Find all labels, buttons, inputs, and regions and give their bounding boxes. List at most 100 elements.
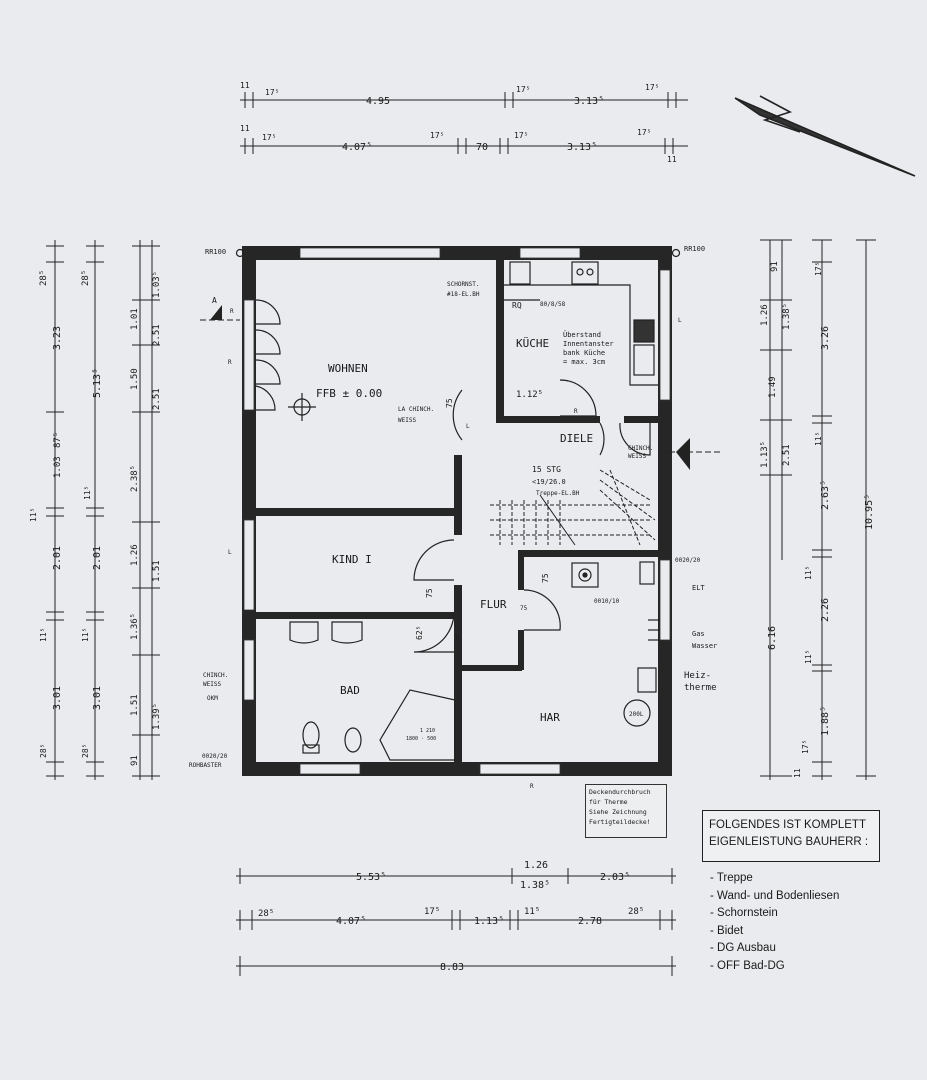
dim-right4-0: 10.95⁵ — [864, 494, 875, 530]
label-rr-left: RR100 — [205, 248, 226, 256]
dim-top1-0: 11 — [240, 81, 250, 90]
label-door-62: 62⁵ — [415, 626, 424, 640]
dim-left3-0: 1.01 — [130, 308, 140, 330]
stamp-line-4: Fertigteildecke! — [589, 818, 651, 826]
dim-left4-1: 2.51 — [152, 324, 162, 346]
label-marker-r2: R — [228, 359, 232, 366]
list-item: - Treppe — [710, 872, 753, 884]
dim-bottom2-0: 28⁵ — [258, 909, 274, 919]
dim-left4-0: 1.03⁵ — [152, 271, 162, 298]
dim-left4-4: 1.39⁵ — [152, 703, 162, 730]
label-dim-0010: 0010/10 — [594, 598, 620, 605]
label-dim-0020: 0020/20 — [675, 557, 701, 564]
label-ueberstand-4: = max. 3cm — [563, 358, 605, 366]
dim-right1-1: 1.49 — [768, 376, 778, 398]
stamp-line-2: für Therme — [589, 798, 628, 806]
label-chinch-left-2: WEISS — [203, 681, 221, 688]
dim-left2-1: 5.13⁵ — [92, 368, 103, 398]
room-bad: BAD — [340, 684, 360, 697]
dim-right3-6: 11⁵ — [804, 650, 813, 664]
dim-right2-1: 1.38⁵ — [782, 303, 792, 330]
dim-right2-2: 2.51 — [782, 444, 792, 466]
label-schornst: SCHORNST. — [447, 281, 480, 288]
list-item: - Schornstein — [710, 907, 778, 919]
interior-walls — [256, 258, 660, 765]
dim-bottom2-6: 28⁵ — [628, 907, 644, 917]
label-la-chinch-2: WEISS — [398, 417, 416, 424]
utility-fixtures — [571, 561, 660, 727]
dim-right2-0: 91 — [770, 261, 780, 272]
dim-bottom2-2: 17⁵ — [424, 907, 440, 917]
label-tank: 200L — [629, 711, 644, 718]
label-chinch-right: CHINCH. — [628, 445, 653, 452]
dim-left2-2: 11⁵ — [83, 486, 92, 500]
label-door-75c: 75 — [520, 605, 528, 612]
room-diele: DIELE — [560, 432, 593, 445]
list-item: - DG Ausbau — [710, 942, 776, 954]
dim-top1-2: 4.95 — [366, 96, 390, 107]
dim-bottom1-2: 1.38⁵ — [520, 880, 550, 891]
room-flur: FLUR — [480, 598, 507, 611]
dim-bottom2-3: 1.13⁵ — [474, 916, 504, 927]
dim-top2-1: 17⁵ — [262, 133, 276, 142]
dim-left4-3: 1.51 — [152, 560, 162, 582]
dim-left1-1: 3.23 — [52, 326, 63, 350]
label-bath-2: 1800 · 500 — [406, 736, 436, 742]
dim-right3-0: 17⁵ — [814, 262, 823, 276]
dim-left1-2: 87⁵ — [53, 432, 63, 448]
label-marker-r4: R — [456, 635, 460, 642]
room-wohnen: WOHNEN — [328, 362, 368, 375]
label-marker-r5: R — [530, 783, 534, 790]
owner-work-title-1: FOLGENDES IST KOMPLETT — [709, 819, 866, 831]
dim-left2-5: 3.01 — [92, 686, 103, 710]
stamp-line-3: Siehe Zeichnung — [589, 808, 647, 816]
dim-left1-6: 11⁵ — [39, 628, 48, 642]
section-marker-icon — [200, 305, 720, 470]
label-stg-1: 15 STG — [532, 465, 561, 474]
dim-top1-5: 17⁵ — [645, 83, 659, 92]
label-la-chinch: LA CHINCH. — [398, 406, 434, 413]
room-kind: KIND I — [332, 553, 372, 566]
dim-top2-8: 11 — [667, 155, 677, 164]
dim-left3-5: 1.51 — [130, 694, 140, 716]
label-schornst-2: #18-EL.BH — [447, 291, 480, 298]
label-okm: OKM — [207, 695, 218, 702]
dim-right1-2: 1.13⁵ — [760, 441, 770, 468]
dim-right3-3: 2.63⁵ — [820, 480, 831, 510]
owner-work-list: - Treppe - Wand- und Bodenliesen - Schor… — [710, 870, 900, 975]
label-marker-r1: R — [230, 308, 234, 315]
dim-left1-5: 2.01 — [52, 546, 63, 570]
dim-right3-9: 11 — [793, 768, 802, 778]
label-heiz-1: Heiz- — [684, 671, 711, 681]
label-chinch-right-2: WEISS — [628, 453, 646, 460]
dim-top2-3: 17⁵ — [430, 131, 444, 140]
label-bath-1: 1 210 — [420, 728, 435, 734]
label-chinch-left: CHINCH. — [203, 672, 228, 679]
room-ffb: FFB ± 0.00 — [316, 387, 382, 400]
dim-bottom1-3: 2.03⁵ — [600, 872, 630, 883]
label-rr-right: RR100 — [684, 245, 705, 253]
dim-left3-1: 1.50 — [130, 368, 140, 390]
dim-top1-1: 17⁵ — [265, 88, 279, 97]
kitchen-counter — [504, 261, 658, 386]
dim-left3-4: 1.36⁵ — [130, 613, 140, 640]
lamp-icon — [288, 393, 316, 421]
label-door-75d: 75 — [445, 398, 454, 408]
label-wasser: Wasser — [692, 642, 717, 650]
dim-left3-6: 91 — [130, 755, 140, 766]
list-item: - Wand- und Bodenliesen — [710, 889, 840, 902]
dim-top1-3: 17⁵ — [516, 85, 530, 94]
label-rq: RQ — [512, 301, 522, 310]
doors — [255, 299, 651, 653]
dimension-lines — [46, 92, 876, 976]
dim-left1-3: 1.03 — [53, 456, 63, 478]
dim-left3-3: 1.26 — [130, 544, 140, 566]
label-stg-2: <19/26.0 — [532, 478, 566, 486]
list-item: - OFF Bad-DG — [710, 959, 785, 972]
dim-left2-6: 28⁵ — [81, 744, 90, 758]
label-ueberstand-2: Innentanster — [563, 340, 614, 348]
dim-right3-7: 1.88⁵ — [820, 706, 831, 736]
staircase — [490, 469, 656, 546]
label-heiz-2: therme — [684, 683, 717, 693]
